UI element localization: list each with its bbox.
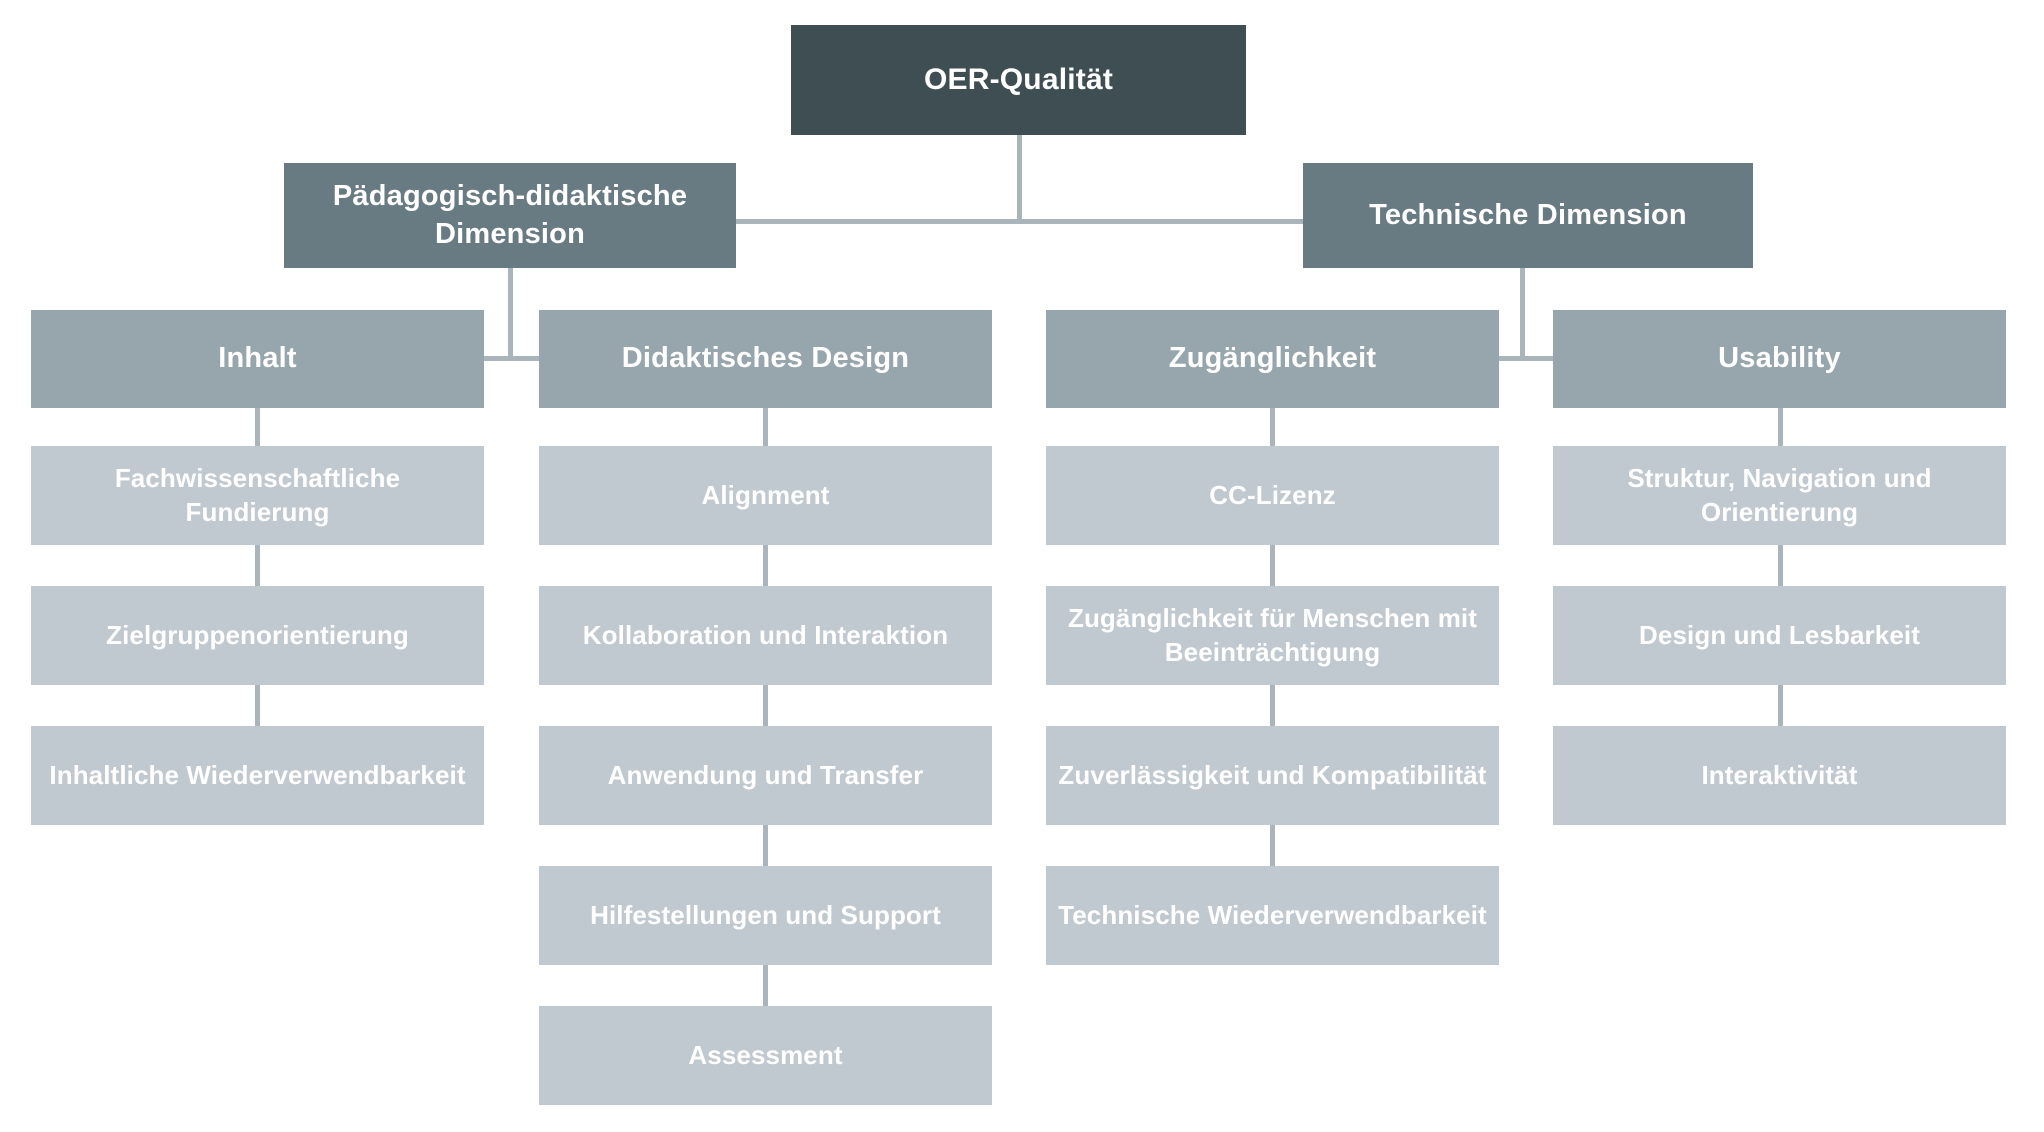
connector-zugaenglichkeit-chain	[1270, 825, 1275, 866]
connector-zugaenglichkeit-chain	[1270, 408, 1275, 446]
connector-technical-category-spine	[1495, 356, 1553, 361]
connector-usability-chain	[1778, 685, 1783, 726]
node-paedagogisch-didaktische-dimension[interactable]: Pädagogisch-didaktische Dimension	[284, 163, 736, 268]
connector-didaktisches-design-chain	[763, 965, 768, 1006]
connector-technical-to-categories	[1520, 268, 1525, 360]
node-technische-wiederverwendbarkeit[interactable]: Technische Wiederverwendbarkeit	[1046, 866, 1499, 965]
node-fachwissenschaftliche-fundierung[interactable]: Fachwissenschaftliche Fundierung	[31, 446, 484, 545]
node-zielgruppenorientierung[interactable]: Zielgruppenorientierung	[31, 586, 484, 685]
connector-zugaenglichkeit-chain	[1270, 685, 1275, 726]
connector-usability-chain	[1778, 408, 1783, 446]
node-didaktisches-design[interactable]: Didaktisches Design	[539, 310, 992, 408]
connector-inhalt-chain	[255, 545, 260, 586]
node-technische-dimension[interactable]: Technische Dimension	[1303, 163, 1753, 268]
connector-didaktisches-design-chain	[763, 825, 768, 866]
connector-zugaenglichkeit-chain	[1270, 545, 1275, 586]
node-zuverlaessigkeit-und-kompatibilitaet[interactable]: Zuverlässigkeit und Kompatibilität	[1046, 726, 1499, 825]
node-inhalt[interactable]: Inhalt	[31, 310, 484, 408]
node-assessment[interactable]: Assessment	[539, 1006, 992, 1105]
node-usability[interactable]: Usability	[1553, 310, 2006, 408]
node-oer-qualitaet[interactable]: OER-Qualität	[791, 25, 1246, 135]
connector-didaktisches-design-chain	[763, 685, 768, 726]
connector-inhalt-chain	[255, 685, 260, 726]
connector-pedagogic-to-categories	[508, 268, 513, 360]
node-zugaenglichkeit-fuer-menschen-mit-beeintraechtigung[interactable]: Zugänglichkeit für Menschen mit Beeinträ…	[1046, 586, 1499, 685]
node-anwendung-und-transfer[interactable]: Anwendung und Transfer	[539, 726, 992, 825]
node-kollaboration-und-interaktion[interactable]: Kollaboration und Interaktion	[539, 586, 992, 685]
connector-inhalt-chain	[255, 408, 260, 446]
node-hilfestellungen-und-support[interactable]: Hilfestellungen und Support	[539, 866, 992, 965]
node-design-und-lesbarkeit[interactable]: Design und Lesbarkeit	[1553, 586, 2006, 685]
connector-didaktisches-design-chain	[763, 545, 768, 586]
connector-root-to-spine	[1017, 135, 1022, 222]
connector-didaktisches-design-chain	[763, 408, 768, 446]
node-cc-lizenz[interactable]: CC-Lizenz	[1046, 446, 1499, 545]
node-alignment[interactable]: Alignment	[539, 446, 992, 545]
node-inhaltliche-wiederverwendbarkeit[interactable]: Inhaltliche Wiederverwendbarkeit	[31, 726, 484, 825]
node-interaktivitaet[interactable]: Interaktivität	[1553, 726, 2006, 825]
node-struktur-navigation-und-orientierung[interactable]: Struktur, Navigation und Orientierung	[1553, 446, 2006, 545]
connector-pedagogic-category-spine	[483, 356, 541, 361]
node-zugaenglichkeit[interactable]: Zugänglichkeit	[1046, 310, 1499, 408]
connector-usability-chain	[1778, 545, 1783, 586]
connector-dimension-spine	[735, 219, 1305, 224]
